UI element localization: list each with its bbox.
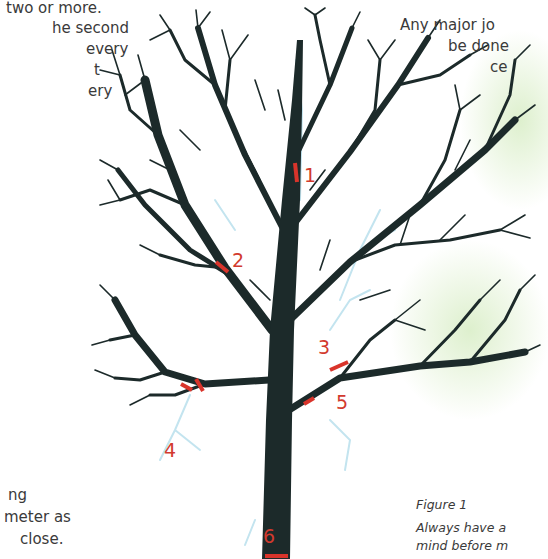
body-text: every — [86, 41, 128, 58]
body-text: he second — [52, 20, 129, 37]
body-text: meter as — [4, 509, 71, 526]
callout-number: 6 — [263, 526, 275, 548]
callout-number: 5 — [336, 392, 348, 414]
figure-label: Figure 1 — [416, 498, 467, 512]
callout-number: 3 — [318, 337, 330, 359]
callout-number: 4 — [164, 440, 176, 462]
body-text: Any major jo — [400, 17, 495, 34]
body-text: two or more. — [6, 0, 102, 17]
callout-number: 2 — [232, 250, 244, 272]
body-text: ery — [88, 83, 112, 100]
caption-text: Always have a — [416, 521, 506, 535]
body-text: ce — [490, 59, 507, 76]
body-text: be done — [448, 38, 509, 55]
body-text: close. — [20, 531, 63, 548]
callout-number: 1 — [304, 165, 316, 187]
body-text: t — [94, 62, 100, 79]
caption-text: mind before m — [416, 539, 508, 553]
body-text: ng — [8, 487, 27, 504]
